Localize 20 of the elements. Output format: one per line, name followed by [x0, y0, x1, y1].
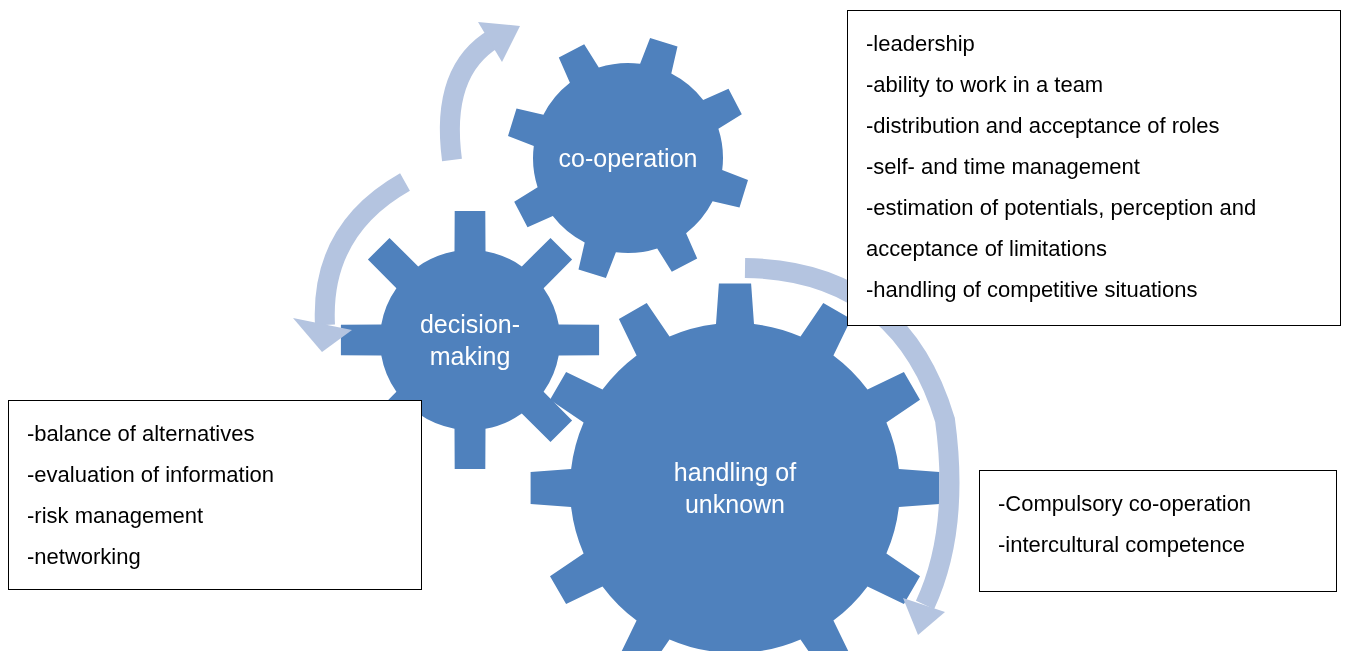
gear-label: handling of unknown — [672, 457, 798, 520]
list-item: -intercultural competence — [998, 531, 1246, 559]
list-item: -balance of alternatives — [27, 420, 256, 448]
text-box — [8, 400, 422, 590]
list-item: -handling of competitive situations — [866, 276, 1199, 304]
list-item: -estimation of potentials, perception and acceptance of limitations — [866, 194, 1258, 263]
list-item: -Compulsory co-operation — [998, 490, 1253, 518]
list-item: -leadership — [866, 30, 976, 58]
list-item: -evaluation of information — [27, 461, 276, 489]
list-item: -self- and time management — [866, 153, 1141, 181]
list-item: -distribution and acceptance of roles — [866, 112, 1221, 140]
text-box — [979, 470, 1337, 592]
gear-shape — [340, 210, 600, 470]
list-item: -risk management — [27, 502, 205, 530]
list-item: -networking — [27, 543, 142, 571]
gear-label: decision-making — [418, 309, 522, 372]
list-item: -ability to work in a team — [866, 71, 1105, 99]
gear-label: co-operation — [557, 143, 699, 174]
text-box — [847, 10, 1341, 326]
gear-shape — [506, 36, 750, 280]
